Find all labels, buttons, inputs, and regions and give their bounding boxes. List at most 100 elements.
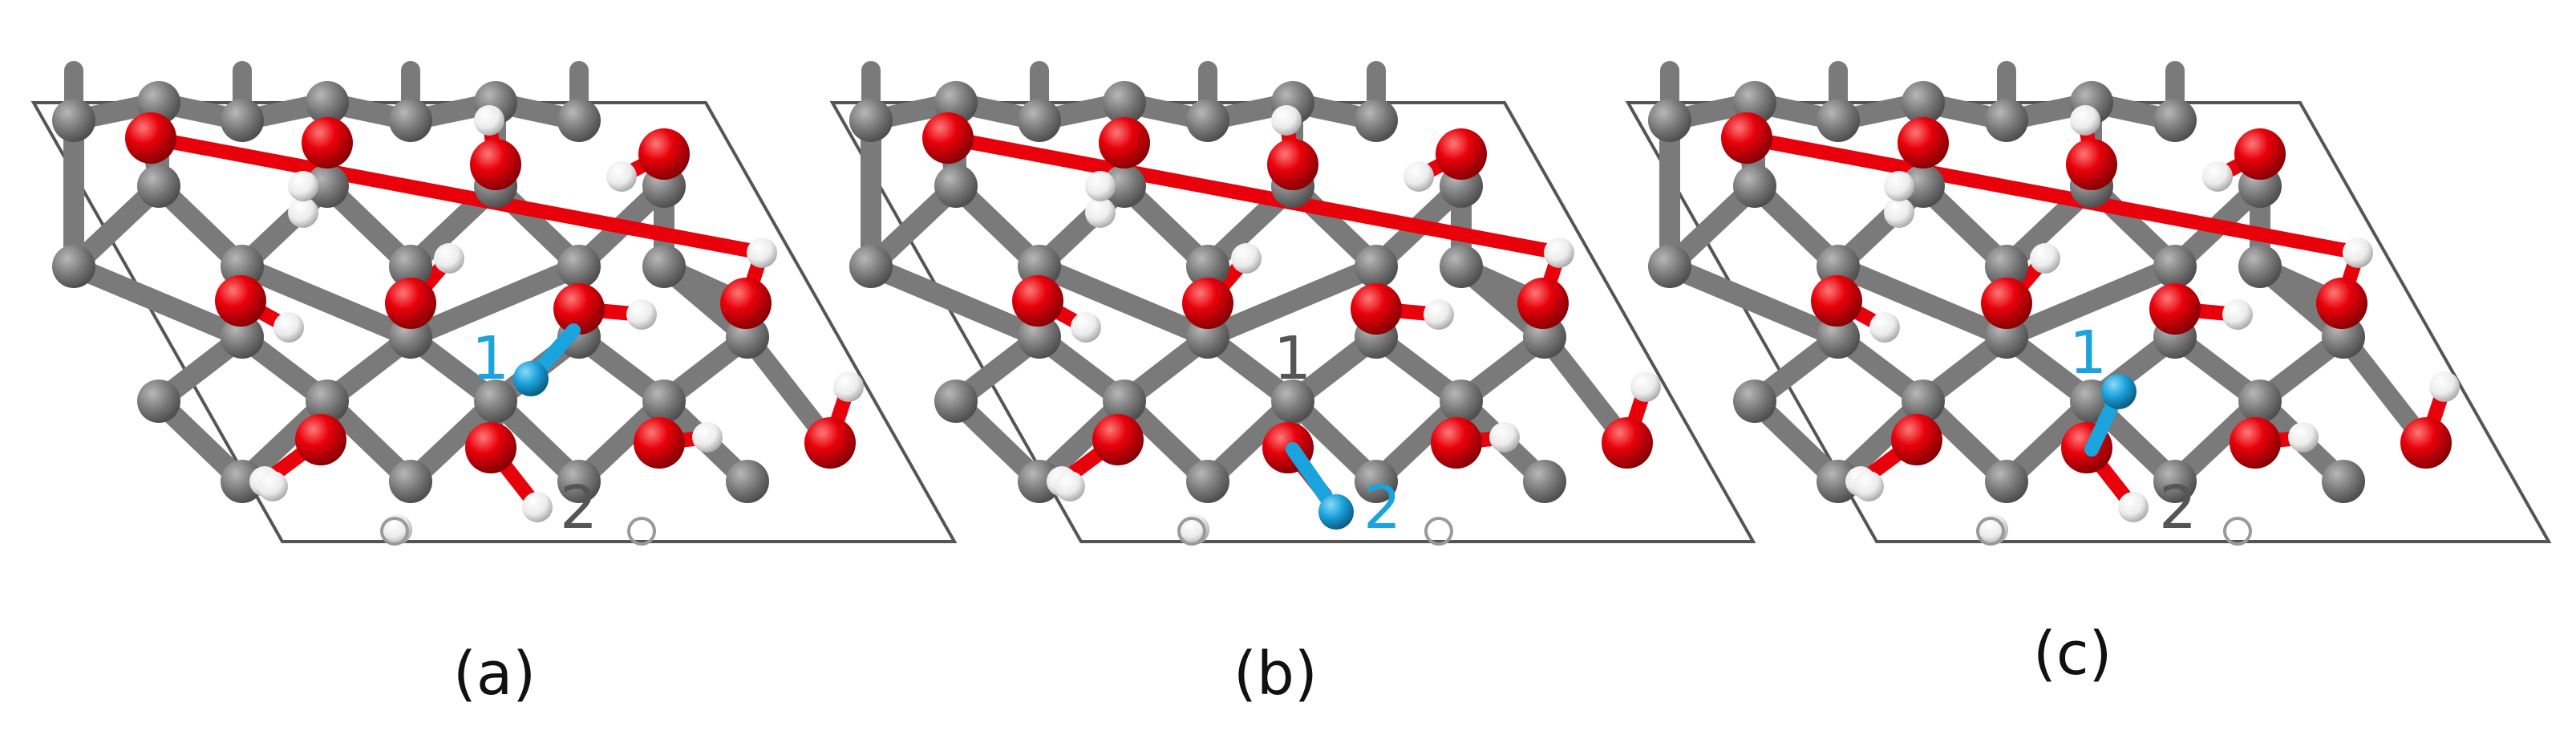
hydrogen-atom	[1853, 471, 1884, 501]
carbon-atom	[1355, 460, 1398, 503]
hydrogen-atom	[1085, 197, 1116, 228]
hydrogen-atom	[1630, 372, 1661, 402]
molecular-structure	[52, 61, 864, 546]
hydrogen-atom	[1544, 238, 1574, 268]
oxygen-atom	[465, 422, 516, 473]
carbon-atom	[137, 164, 180, 208]
oxygen-atom	[2066, 139, 2117, 190]
hydrogen-atom	[626, 299, 657, 330]
site-label-1: 1	[2069, 319, 2107, 388]
c-c-bond	[1197, 256, 1387, 347]
periodic-image-atom	[2223, 517, 2252, 546]
carbon-atom	[52, 245, 95, 288]
carbon-atom	[1103, 380, 1146, 423]
hydrogen-atom	[2030, 243, 2060, 274]
hydrogen-atom	[692, 422, 723, 453]
o-h-bond	[1740, 131, 2365, 260]
panel-c: 1 2 (c)	[1625, 61, 2552, 688]
c-c-bond	[861, 256, 1050, 347]
carbon-atom	[934, 164, 978, 208]
carbon-atom	[1018, 315, 1061, 359]
hydrogen-atom	[257, 471, 288, 501]
molecular-structure	[849, 61, 1661, 546]
oxygen-atom	[302, 117, 353, 168]
carbon-atom	[726, 460, 769, 503]
oxygen-atom	[2230, 417, 2281, 469]
hydrogen-atom	[1884, 197, 1914, 228]
carbon-atom	[642, 245, 686, 288]
site-label-2: 2	[560, 473, 597, 542]
oxygen-atom	[2400, 417, 2452, 469]
carbon-atom	[2153, 99, 2197, 142]
carbon-atom	[52, 99, 95, 142]
oxygen-atom	[553, 283, 605, 335]
carbon-atom	[1733, 380, 1776, 423]
molecular-structure	[1648, 61, 2460, 546]
c-c-bond	[63, 256, 253, 347]
c-c-bond	[1659, 256, 1849, 347]
oxygen-atom	[125, 112, 176, 164]
adsorbate-atom	[513, 361, 549, 396]
oxygen-atom	[1811, 275, 1862, 327]
panel-caption: (c)	[2033, 619, 2112, 688]
oxygen-atom	[385, 278, 436, 329]
periodic-image-atom	[1976, 517, 2005, 546]
hydrogen-atom	[1869, 312, 1900, 343]
carbon-atom	[221, 460, 264, 503]
carbon-atom	[934, 380, 978, 423]
oxygen-atom	[1351, 283, 1402, 335]
hydrogen-atom	[1424, 299, 1454, 330]
carbon-atom	[2238, 245, 2282, 288]
carbon-atom	[306, 164, 349, 208]
panel-caption: (a)	[453, 639, 536, 708]
carbon-atom	[1902, 380, 1945, 423]
oxygen-atom	[638, 128, 690, 180]
carbon-atom	[1271, 380, 1314, 423]
carbon-atom	[1018, 99, 1061, 142]
carbon-atom	[221, 99, 264, 142]
c-c-bond	[1029, 256, 1218, 347]
site-label-2: 2	[2159, 473, 2197, 542]
oxygen-atom	[470, 139, 521, 190]
carbon-atom	[2238, 380, 2282, 423]
periodic-image-atom	[627, 517, 656, 546]
carbon-atom	[1648, 99, 1691, 142]
o-h-bond	[941, 131, 1566, 260]
panel-a: 1 2 (a)	[30, 61, 958, 708]
hydrogen-atom	[1071, 312, 1101, 343]
oxygen-atom	[922, 112, 974, 164]
site-label-1: 1	[1274, 324, 1311, 393]
carbon-atom	[2153, 245, 2197, 288]
carbon-atom	[1985, 460, 2028, 503]
hydrogen-atom	[288, 197, 318, 228]
carbon-atom	[1355, 245, 1398, 288]
hydrogen-atom	[2429, 372, 2460, 402]
carbon-atom	[389, 245, 432, 288]
oxygen-atom	[1602, 417, 1653, 469]
carbon-atom	[642, 380, 686, 423]
carbon-atom	[1440, 245, 1483, 288]
hydrogen-atom	[288, 171, 318, 201]
oxygen-atom	[1182, 278, 1233, 329]
oxygen-atom	[1092, 414, 1144, 465]
carbon-atom	[1523, 460, 1566, 503]
oxygen-atom	[1517, 278, 1569, 329]
oxygen-atom	[1898, 117, 1949, 168]
oxygen-atom	[1721, 112, 1772, 164]
oxygen-atom	[1891, 414, 1942, 465]
oxygen-atom	[2234, 128, 2286, 180]
carbon-atom	[221, 315, 264, 359]
c-c-bond	[1996, 256, 2185, 347]
hydrogen-atom	[474, 105, 504, 136]
carbon-atom	[1733, 164, 1776, 208]
c-c-bond	[232, 256, 421, 347]
carbon-atom	[557, 245, 601, 288]
hydrogen-atom	[434, 243, 464, 274]
hydrogen-atom	[833, 372, 864, 402]
adsorbate-atom	[2101, 374, 2137, 409]
hydrogen-atom	[522, 492, 553, 522]
hydrogen-atom	[2222, 299, 2253, 330]
oxygen-atom	[295, 414, 346, 465]
oxygen-atom	[1431, 417, 1482, 469]
